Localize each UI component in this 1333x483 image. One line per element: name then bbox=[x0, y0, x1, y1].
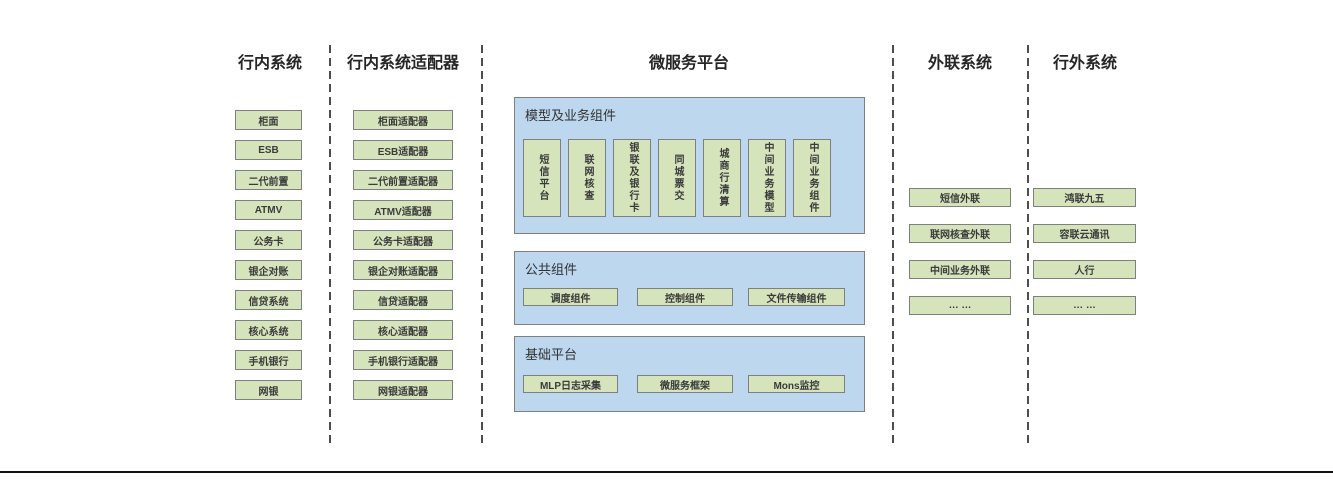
column-title-internal: 行内系统 bbox=[237, 55, 303, 72]
system-box: 网银 bbox=[235, 380, 302, 400]
external-link-box: 联网核查外联 bbox=[909, 224, 1011, 243]
external-link-list: 短信外联联网核查外联中间业务外联 … … bbox=[909, 188, 1011, 315]
external-system-box: 容联云通讯 bbox=[1033, 224, 1136, 243]
system-box: 银企对账 bbox=[235, 260, 302, 280]
system-box: 柜面 bbox=[235, 110, 302, 130]
column-separator bbox=[892, 45, 894, 445]
adapter-box: ATMV适配器 bbox=[353, 200, 453, 220]
component-box: 短信平台 bbox=[523, 139, 561, 217]
component-box: 同城票交 bbox=[658, 139, 696, 217]
system-box: ATMV bbox=[235, 200, 302, 220]
component-box: 调度组件 bbox=[523, 288, 618, 306]
external-system-box: 鸿联九五 bbox=[1033, 188, 1136, 207]
bottom-divider bbox=[0, 471, 1333, 473]
system-box: 二代前置 bbox=[235, 170, 302, 190]
system-box: 信贷系统 bbox=[235, 290, 302, 310]
adapter-box: 手机银行适配器 bbox=[353, 350, 453, 370]
system-box: 手机银行 bbox=[235, 350, 302, 370]
system-box: 公务卡 bbox=[235, 230, 302, 250]
system-box: ESB bbox=[235, 140, 302, 160]
column-separator bbox=[481, 45, 483, 445]
external-link-box: 中间业务外联 bbox=[909, 260, 1011, 279]
adapter-box: 网银适配器 bbox=[353, 380, 453, 400]
column-title-external-link: 外联系统 bbox=[927, 55, 993, 72]
panel-title: 公共组件 bbox=[525, 262, 578, 277]
panel-base-platform: 基础平台 bbox=[514, 336, 865, 412]
component-box: 文件传输组件 bbox=[748, 288, 845, 306]
component-box: 控制组件 bbox=[637, 288, 733, 306]
adapter-box: 二代前置适配器 bbox=[353, 170, 453, 190]
component-box: MLP日志采集 bbox=[523, 375, 618, 393]
component-box: 联网核查 bbox=[568, 139, 606, 217]
adapter-box: 银企对账适配器 bbox=[353, 260, 453, 280]
adapter-box: 核心适配器 bbox=[353, 320, 453, 340]
adapter-box: ESB适配器 bbox=[353, 140, 453, 160]
adapter-box: 柜面适配器 bbox=[353, 110, 453, 130]
column-separator bbox=[329, 45, 331, 445]
component-box: 中间业务模型 bbox=[748, 139, 786, 217]
adapter-box: 公务卡适配器 bbox=[353, 230, 453, 250]
column-title-platform: 微服务平台 bbox=[648, 55, 730, 72]
component-box: 城商行清算 bbox=[703, 139, 741, 217]
column-title-external: 行外系统 bbox=[1052, 55, 1118, 72]
component-box: 银联及银行卡 bbox=[613, 139, 651, 217]
column-title-adapters: 行内系统适配器 bbox=[346, 55, 460, 72]
component-box: 中间业务组件 bbox=[793, 139, 831, 217]
internal-systems-list: 柜面 ESB 二代前置 ATMV 公务卡银企对账信贷系统核心系统手机银行网银 bbox=[235, 110, 302, 400]
adapters-list: 柜面适配器 ESB适配器二代前置适配器 ATMV适配器公务卡适配器银企对账适配器信贷… bbox=[353, 110, 453, 400]
external-systems-list: 鸿联九五容联云通讯人行 … … bbox=[1033, 188, 1136, 315]
system-box: 核心系统 bbox=[235, 320, 302, 340]
external-system-box: … … bbox=[1033, 296, 1136, 315]
external-link-box: 短信外联 bbox=[909, 188, 1011, 207]
column-separator bbox=[1027, 45, 1029, 445]
panel-title: 模型及业务组件 bbox=[525, 108, 617, 123]
component-box: Mons监控 bbox=[748, 375, 845, 393]
panel-title: 基础平台 bbox=[525, 347, 578, 362]
adapter-box: 信贷适配器 bbox=[353, 290, 453, 310]
model-components-list: 短信平台联网核查银联及银行卡同城票交城商行清算中间业务模型中间业务组件 bbox=[523, 139, 831, 217]
component-box: 微服务框架 bbox=[637, 375, 733, 393]
external-link-box: … … bbox=[909, 296, 1011, 315]
external-system-box: 人行 bbox=[1033, 260, 1136, 279]
